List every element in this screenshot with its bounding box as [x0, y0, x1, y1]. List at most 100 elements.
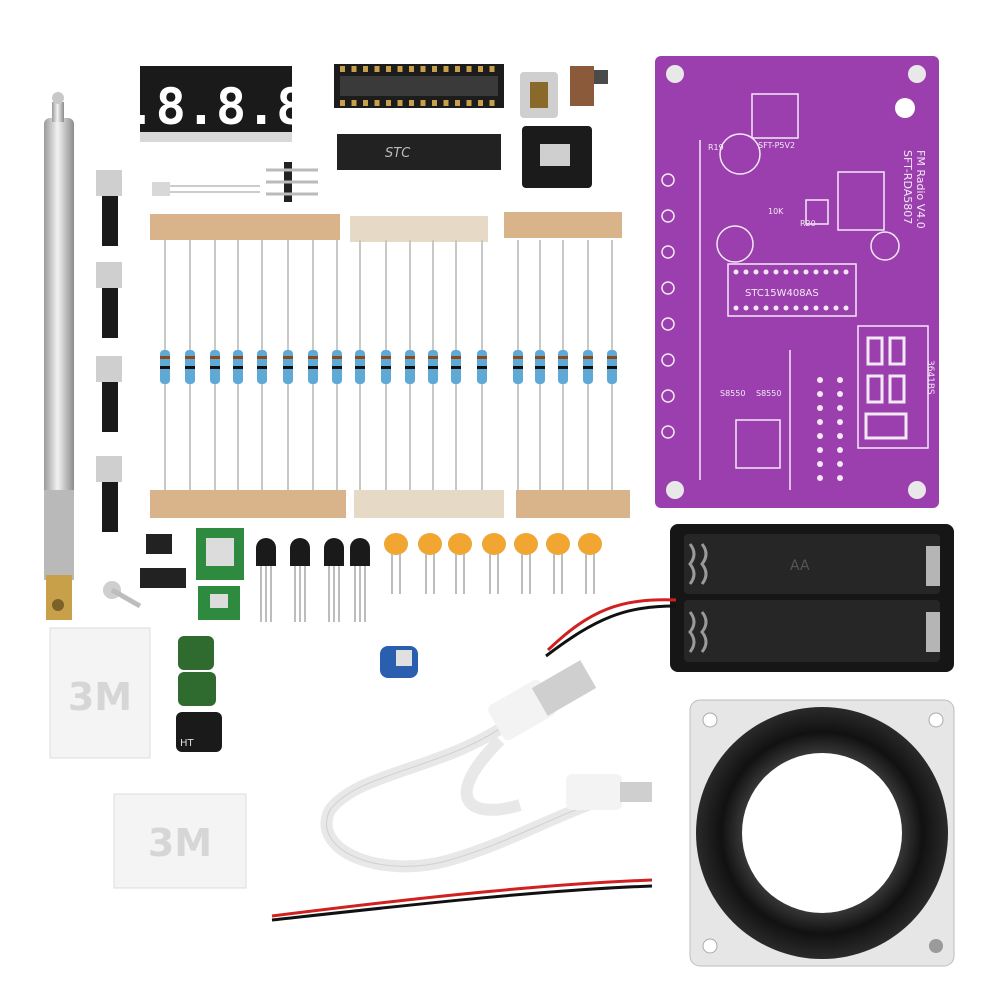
pcb-pad	[837, 461, 843, 467]
pcb-title: FM Radio V4.0	[914, 150, 927, 229]
pcb-pad	[843, 269, 849, 275]
resistor-band	[477, 366, 487, 369]
pcb-side-label: 3641BS	[925, 360, 935, 395]
socket-pin	[363, 66, 368, 72]
pcb-display-outline	[864, 336, 908, 440]
resistor-band	[210, 356, 220, 359]
socket-pin	[432, 100, 437, 106]
socket-pin	[478, 100, 483, 106]
pcb-hole	[661, 209, 675, 223]
ceramic-cap-body	[482, 533, 506, 555]
resistor-band	[160, 356, 170, 359]
resistor-band	[381, 366, 391, 369]
socket-pin	[466, 66, 472, 72]
audio-jack	[522, 126, 592, 188]
socket-pin	[397, 66, 403, 72]
resistor-band	[308, 356, 318, 359]
button-cap	[102, 482, 118, 532]
resistor-band	[332, 366, 342, 369]
pcb-hole	[661, 173, 675, 187]
resistor-band	[233, 356, 243, 359]
pcb-pad	[783, 269, 789, 275]
resistor-band	[583, 366, 593, 369]
socket-pin	[443, 66, 449, 72]
ceramic-cap-body	[546, 533, 570, 555]
pcb-pad	[817, 391, 823, 397]
socket-pin	[351, 66, 357, 72]
socket-pin	[432, 66, 437, 72]
resistor-band	[210, 366, 220, 369]
socket-pin	[455, 66, 460, 72]
pcb-pad	[817, 405, 823, 411]
socket-pin	[478, 66, 483, 72]
pcb-pad	[833, 269, 839, 275]
adhesive-pad-2: 3M	[113, 793, 247, 889]
resistor-band	[428, 356, 438, 359]
telescopic-antenna	[44, 92, 74, 620]
resistor-band	[405, 366, 415, 369]
transistor-body	[290, 538, 310, 566]
pcb-hole	[661, 281, 675, 295]
socket-pin	[374, 100, 380, 106]
resistor-band	[607, 356, 617, 359]
usb-a-plug	[488, 660, 597, 741]
ceramic-cap-body	[384, 533, 408, 555]
pcb-hole	[661, 425, 675, 439]
pcb-pad	[823, 305, 829, 311]
socket-pin	[363, 100, 368, 106]
pcb-hole	[661, 353, 675, 367]
pcb-pad	[823, 269, 829, 275]
resistor-band	[381, 356, 391, 359]
ceramic-cap-body	[578, 533, 602, 555]
screw	[103, 581, 142, 609]
red-black-wire	[271, 878, 653, 922]
pcb-pad	[837, 433, 843, 439]
chip-label: STC	[385, 146, 411, 161]
resistor-band	[283, 366, 293, 369]
pcb-pad	[753, 305, 759, 311]
pcb-pad	[837, 447, 843, 453]
pcb-hole	[661, 245, 675, 259]
socket-pin	[340, 100, 345, 106]
pcb-pad	[837, 377, 843, 383]
pcb-hole	[661, 317, 675, 331]
resistor-band	[428, 366, 438, 369]
button-base	[96, 170, 122, 196]
pcb-transistor-label-1: S8550	[720, 389, 745, 398]
radio-pcb: FM Radio V4.0 SFT-RDA5807 STC15W408AS SF…	[655, 56, 939, 508]
button-cap	[102, 196, 118, 246]
microcontroller-chip: STC	[337, 134, 501, 170]
button-base	[96, 356, 122, 382]
resistor-band	[257, 356, 267, 359]
pcb-pad	[743, 269, 749, 275]
pcb-pad	[837, 405, 843, 411]
socket-pin	[409, 100, 414, 106]
micro-usb-plug	[566, 774, 652, 810]
pcb-pad	[733, 269, 739, 275]
socket-pin	[397, 100, 403, 106]
resistor-band	[332, 356, 342, 359]
slide-switch	[520, 66, 608, 118]
led	[152, 182, 260, 196]
pcb-pad	[813, 269, 819, 275]
resistor-band	[607, 366, 617, 369]
push-buttons	[96, 170, 122, 532]
socket-pin	[351, 100, 357, 106]
pcb-hole	[661, 389, 675, 403]
pcb-pad	[833, 305, 839, 311]
pcb-pad	[793, 269, 799, 275]
resistor-band	[257, 366, 267, 369]
button-cap	[102, 382, 118, 432]
button-base	[96, 456, 122, 482]
pcb-pad	[803, 269, 809, 275]
pcb-pad	[793, 305, 799, 311]
ceramic-capacitors	[384, 533, 602, 594]
pcb-pad	[837, 391, 843, 397]
pcb-pad	[803, 305, 809, 311]
pcb-transistor-label-2: S8550	[756, 389, 781, 398]
resistor-band	[405, 356, 415, 359]
ceramic-cap-body	[514, 533, 538, 555]
electrolytic-capacitors: HT	[176, 636, 418, 752]
resistor-band	[535, 356, 545, 359]
resistor-band	[558, 366, 568, 369]
